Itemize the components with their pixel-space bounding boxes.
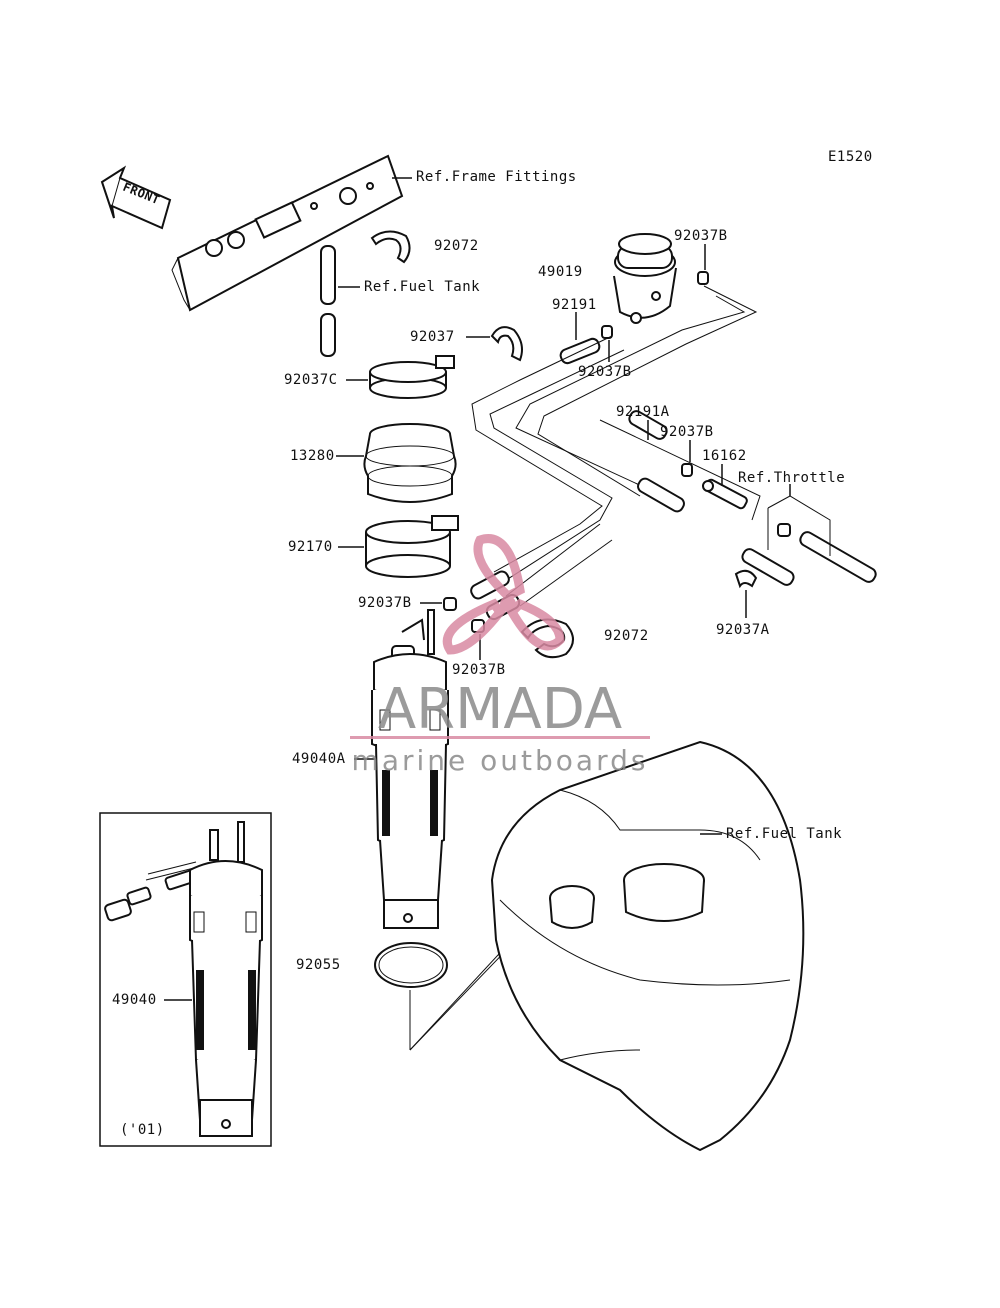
ref-throttle-label: Ref.Throttle [738,470,845,486]
watermark-brand: ARMADA [378,677,622,742]
front-arrow-icon: FRONT [100,165,172,230]
clip-92072-top [370,230,411,264]
part-92037b-2-label: 92037B [578,364,632,380]
frame-fittings-bracket [171,154,404,312]
diagram-id: E1520 [828,149,873,165]
clamp-92037 [490,326,523,362]
clip-92037b-filter [697,271,709,285]
part-92037b-5-label: 92037B [452,662,506,678]
boot-13280 [363,423,457,503]
fuel-tank [490,740,805,1152]
armada-watermark: ARMADA marine outboards [350,534,650,777]
propeller-logo-icon [442,534,565,655]
throttle-hoses [741,495,877,586]
part-49040a-label: 49040A [292,751,346,767]
inset-49040-box [99,812,272,1147]
part-92037b-4-label: 92037B [358,595,412,611]
clamp-92170 [365,515,459,578]
part-49019-label: 49019 [538,264,583,280]
part-16162-label: 16162 [702,448,747,464]
part-92055-label: 92055 [296,957,341,973]
fitting-16162 [702,478,748,510]
vent-hose-upper [320,245,336,357]
part-92037b-1-label: 92037B [674,228,728,244]
fuel-filter-49019 [613,233,677,324]
part-92037-label: 92037 [410,329,455,345]
part-92072-b-label: 92072 [604,628,649,644]
clip-92037b-pump-left [443,597,457,611]
clip-92037a [734,569,758,589]
clamp-92037c [369,355,455,399]
hose-long-mid [637,477,685,513]
ref-fuel-tank-bottom-label: Ref.Fuel Tank [726,826,842,842]
part-92037c-label: 92037C [284,372,338,388]
part-92072-a-label: 92072 [434,238,479,254]
year-note-label: ('01) [120,1122,165,1138]
part-92191a-label: 92191A [616,404,670,420]
part-92191-label: 92191 [552,297,597,313]
o-ring-92055 [374,942,448,988]
ref-fuel-tank-top-label: Ref.Fuel Tank [364,279,480,295]
part-13280-label: 13280 [290,448,335,464]
clip-92037b-mid [681,463,693,477]
part-92037a-label: 92037A [716,622,770,638]
part-49040-label: 49040 [112,992,157,1008]
ref-frame-fittings-label: Ref.Frame Fittings [416,169,577,185]
part-92170-label: 92170 [288,539,333,555]
part-92037b-3-label: 92037B [660,424,714,440]
watermark-tagline: marine outboards [352,744,649,777]
